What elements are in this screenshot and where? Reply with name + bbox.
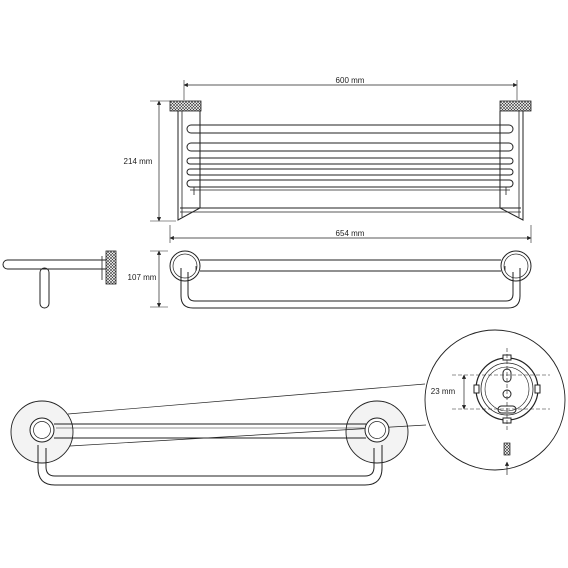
side-wall-mount: [105, 250, 117, 285]
detail-circle: [424, 329, 566, 471]
right-support: [499, 111, 524, 221]
width-dimension-label: 600 mm: [336, 76, 365, 85]
bottom-view: [10, 383, 427, 486]
detail-leader-upper: [67, 383, 426, 415]
depth-dimension-label: 107 mm: [128, 273, 157, 282]
side-view: 107 mm: [2, 250, 168, 309]
right-wall-mount: [499, 100, 532, 112]
shelf-rails: [180, 124, 521, 213]
left-wall-mount: [169, 100, 202, 112]
overall-width-dimension-label: 654 mm: [336, 229, 365, 238]
hole-spacing-label: 23 mm: [431, 387, 456, 396]
left-support: [177, 111, 201, 221]
screw-icon: [503, 442, 511, 456]
height-dimension-label: 214 mm: [124, 157, 153, 166]
mounting-detail: 23 mm: [424, 329, 566, 475]
front-view: 600 mm 214 mm 654 mm: [124, 76, 532, 243]
top-view: [169, 250, 532, 309]
